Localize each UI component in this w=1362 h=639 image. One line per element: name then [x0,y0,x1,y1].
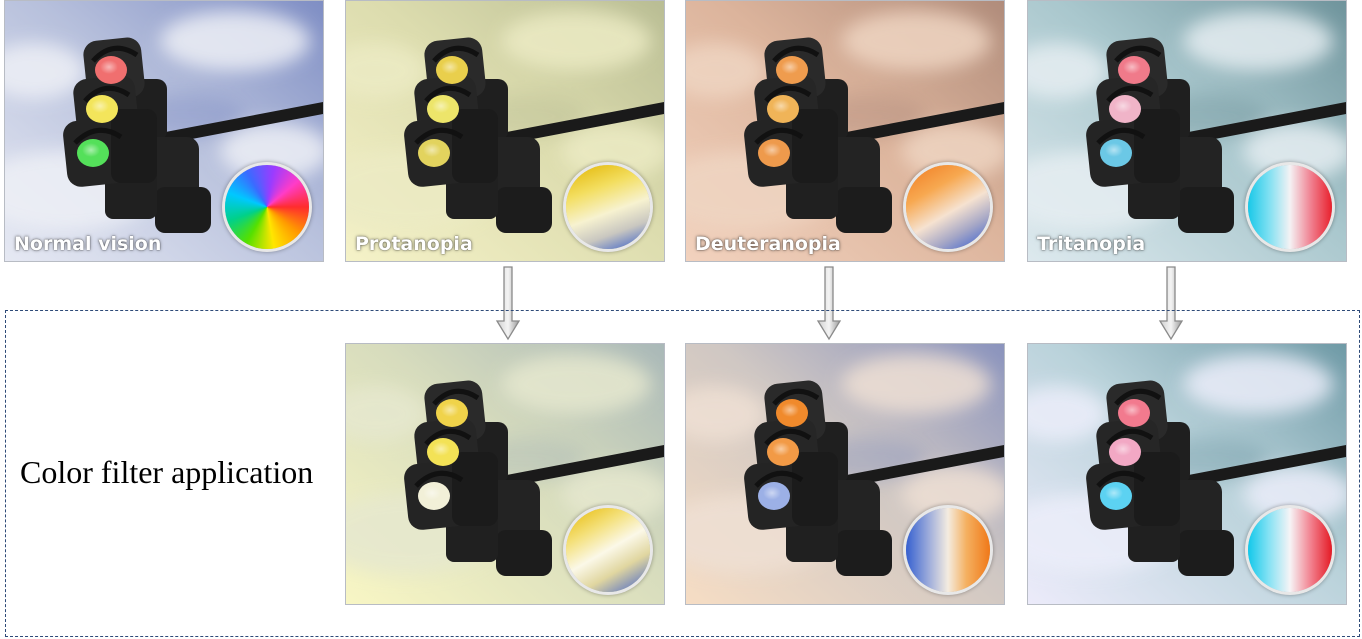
middle-light [427,438,459,466]
middle-light [86,95,118,123]
color-wheel-icon [1248,508,1332,592]
middle-light [1109,95,1141,123]
vision-type-label: Tritanopia [1037,233,1146,255]
panel-protanopia-filtered [346,344,664,604]
middle-light [767,438,799,466]
panel-normal-vision: Normal vision [5,1,323,261]
top-light [776,399,808,427]
panel-deuteranopia-filtered [686,344,1004,604]
bottom-light [418,139,450,167]
down-arrow-icon [495,266,521,341]
middle-light [427,95,459,123]
top-light [436,56,468,84]
bottom-light [418,482,450,510]
color-wheel-icon [566,165,650,249]
panel-deuteranopia: Deuteranopia [686,1,1004,261]
bottom-light [1100,482,1132,510]
traffic-light-scene [686,1,1004,261]
traffic-light-scene [346,344,664,604]
bottom-light [1100,139,1132,167]
filter-section-title: Color filter application [20,454,314,490]
bottom-light [77,139,109,167]
color-wheel-icon [906,508,990,592]
middle-light [767,95,799,123]
vision-type-label: Normal vision [14,233,162,255]
vision-type-label: Deuteranopia [695,233,841,255]
color-wheel-icon [225,165,309,249]
color-filter-section [5,310,1360,637]
color-wheel-icon [1248,165,1332,249]
traffic-light-scene [1028,1,1346,261]
middle-light [1109,438,1141,466]
panel-tritanopia-filtered [1028,344,1346,604]
color-wheel-icon [566,508,650,592]
vision-type-label: Protanopia [355,233,473,255]
panel-protanopia: Protanopia [346,1,664,261]
bottom-light [758,482,790,510]
top-light [436,399,468,427]
down-arrow-icon [816,266,842,341]
top-light [95,56,127,84]
down-arrow-icon [1158,266,1184,341]
color-wheel-icon [906,165,990,249]
traffic-light-scene [346,1,664,261]
traffic-light-scene [5,1,323,261]
top-light [1118,399,1150,427]
bottom-light [758,139,790,167]
top-light [776,56,808,84]
top-light [1118,56,1150,84]
panel-tritanopia: Tritanopia [1028,1,1346,261]
